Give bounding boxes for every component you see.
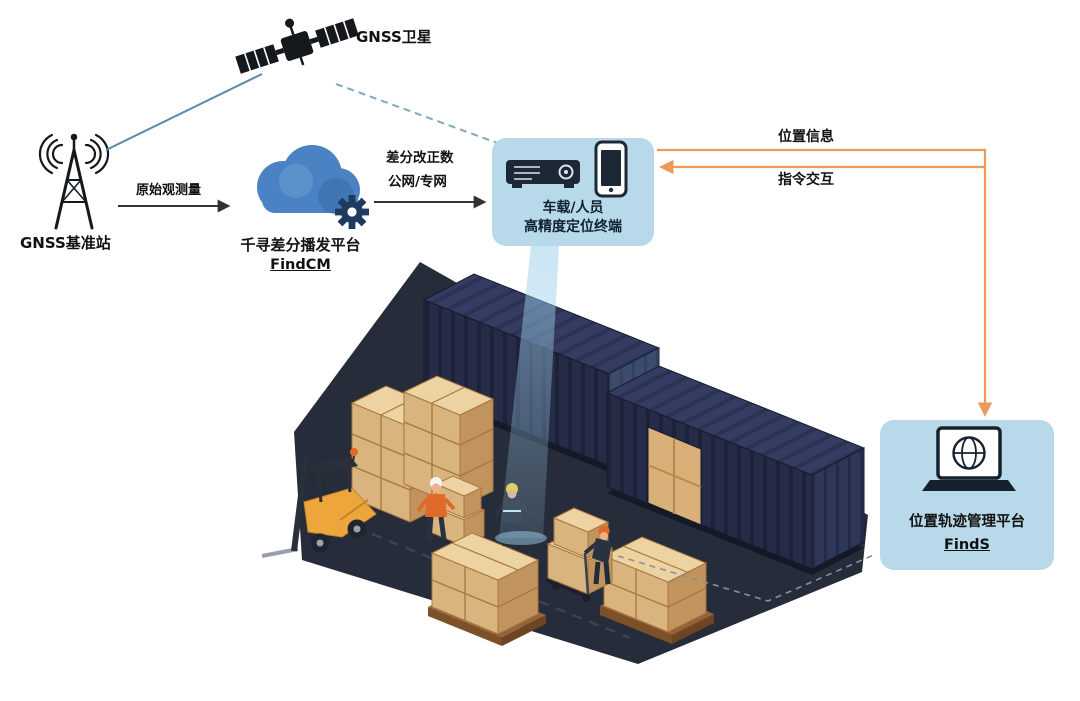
container-2 [605,365,866,575]
cloud-gear-icon [257,145,369,229]
terminal-label-line2: 高精度定位终端 [524,219,622,235]
smartphone-icon [594,140,628,198]
platform-name-label: 位置轨迹管理平台 [909,514,1025,530]
platform-product-label: FindS [943,537,991,553]
connectors [105,73,993,602]
laptop-globe-icon [922,426,1016,491]
link-scene-platform [617,553,877,602]
base-station-label: GNSS基准站 [20,234,111,252]
corrections-label-line2: 公网/专网 [388,174,447,190]
command-label: 指令交互 [778,172,834,188]
worker-1 [416,477,456,541]
position-info-label: 位置信息 [778,129,834,145]
gear-icon [335,195,369,229]
satellite-icon [235,18,359,74]
terminal-panel: 车载/人员 高精度定位终端 [492,138,654,246]
management-platform-panel: 位置轨迹管理平台 FindS [880,420,1054,570]
container-open-door [647,426,702,526]
cloud-platform-product-label: FindCM [270,257,331,273]
satellite-label: GNSS卫星 [356,28,432,46]
link-satellite-basestation [105,73,263,151]
small-box-stack [428,475,486,547]
positioning-beam [495,246,559,545]
forklift [261,448,377,558]
link-satellite-terminal [335,83,501,145]
arrow-position-info [657,148,993,417]
warehouse-scene-illustration [261,246,868,664]
corrections-label-line1: 差分改正数 [386,150,454,166]
worker-3 [583,525,612,585]
radio-tower-icon [38,133,110,230]
terminal-device-icons [506,140,628,198]
gnss-receiver-icon [506,160,580,188]
terminal-label-line1: 车载/人员 [542,200,604,216]
pallet-c [428,532,546,646]
raw-observation-label: 原始观测量 [136,183,202,198]
cloud-platform-name-label: 千寻差分播发平台 [240,236,361,254]
